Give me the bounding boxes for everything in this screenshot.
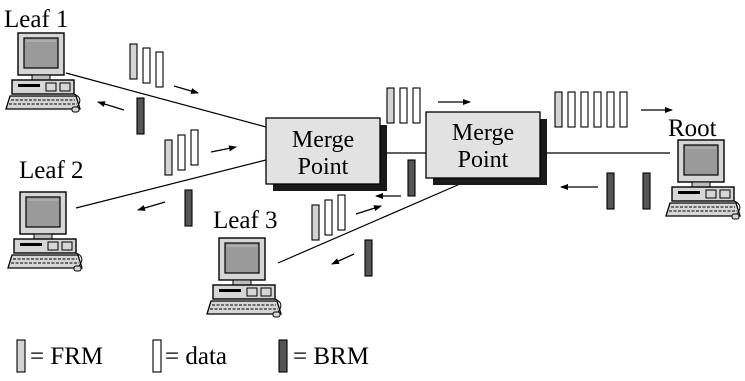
frm-cell-icon	[554, 91, 563, 128]
merge-point-1-line2: Point	[298, 154, 349, 180]
data-cell-icon	[606, 91, 615, 128]
brm-cell-icon	[407, 159, 416, 197]
arrow-icon	[137, 201, 166, 211]
data-cell-icon	[412, 87, 421, 124]
connection-lines	[65, 72, 670, 264]
arrow-icon	[173, 85, 199, 94]
legend-frm-label: = FRM	[30, 343, 103, 370]
data-cell-icon	[580, 91, 589, 128]
leaf2-forward-cells	[164, 129, 199, 176]
link-leaf2-merge1	[75, 159, 267, 209]
data-cell-icon	[619, 91, 628, 128]
leaf1-computer-icon	[5, 32, 81, 113]
leaf1-forward-cells	[129, 43, 164, 88]
brm-cell-icon	[136, 97, 145, 135]
merge-point-2-line1: Merge	[452, 120, 514, 146]
legend-data-label: = data	[165, 343, 227, 370]
arrow-icon	[97, 101, 125, 111]
leaf1-label: Leaf 1	[4, 6, 69, 33]
data-cell-icon	[155, 51, 164, 88]
leaf2-label: Leaf 2	[19, 157, 84, 184]
data-cell-icon	[567, 91, 576, 128]
leaf2-computer-icon	[7, 191, 83, 272]
link-leaf1-merge1	[65, 72, 267, 128]
frm-cell-icon	[16, 339, 26, 373]
frm-cell-icon	[386, 87, 395, 124]
legend-brm-label: = BRM	[293, 343, 369, 370]
data-cell-icon	[399, 87, 408, 124]
link-leaf3-merge2	[277, 183, 461, 264]
data-cell-icon	[142, 47, 151, 84]
data-cell-icon	[190, 129, 199, 166]
merge-point-1: Merge Point	[265, 117, 387, 191]
brm-cell-icon	[606, 172, 615, 210]
frm-cell-icon	[311, 204, 320, 241]
leaf3-computer-icon	[206, 237, 282, 318]
root-label: Root	[668, 115, 717, 142]
frm-cell-icon	[129, 43, 138, 80]
legend-brm: = BRM	[278, 339, 369, 373]
data-cell-icon	[337, 194, 346, 231]
leaf3-forward-cells	[311, 194, 346, 241]
legend-data: = data	[152, 339, 227, 373]
merge2-forward-cells	[554, 91, 628, 128]
legend: = FRM = data = BRM	[16, 339, 369, 373]
merge-point-1-line1: Merge	[292, 127, 354, 153]
arrow-icon	[210, 145, 237, 153]
merge-point-2-line2: Point	[458, 147, 509, 173]
direction-arrows	[97, 85, 673, 265]
frm-cell-icon	[164, 139, 173, 176]
merge1-forward-cells	[386, 87, 421, 124]
data-cell-icon	[593, 91, 602, 128]
data-cell-icon	[324, 199, 333, 236]
brm-cell-icon	[642, 172, 651, 210]
backward-brm-cells	[136, 97, 651, 277]
data-cell-icon	[152, 339, 162, 373]
brm-cell-icon	[364, 239, 373, 277]
merge-point-2: Merge Point	[425, 111, 547, 185]
data-cell-icon	[177, 134, 186, 171]
leaf3-label: Leaf 3	[213, 207, 278, 234]
root-computer-icon	[665, 139, 741, 220]
arrow-icon	[355, 205, 382, 215]
brm-cell-icon	[184, 189, 193, 227]
arrow-icon	[331, 253, 355, 265]
legend-frm: = FRM	[16, 339, 103, 373]
brm-cell-icon	[278, 339, 288, 373]
